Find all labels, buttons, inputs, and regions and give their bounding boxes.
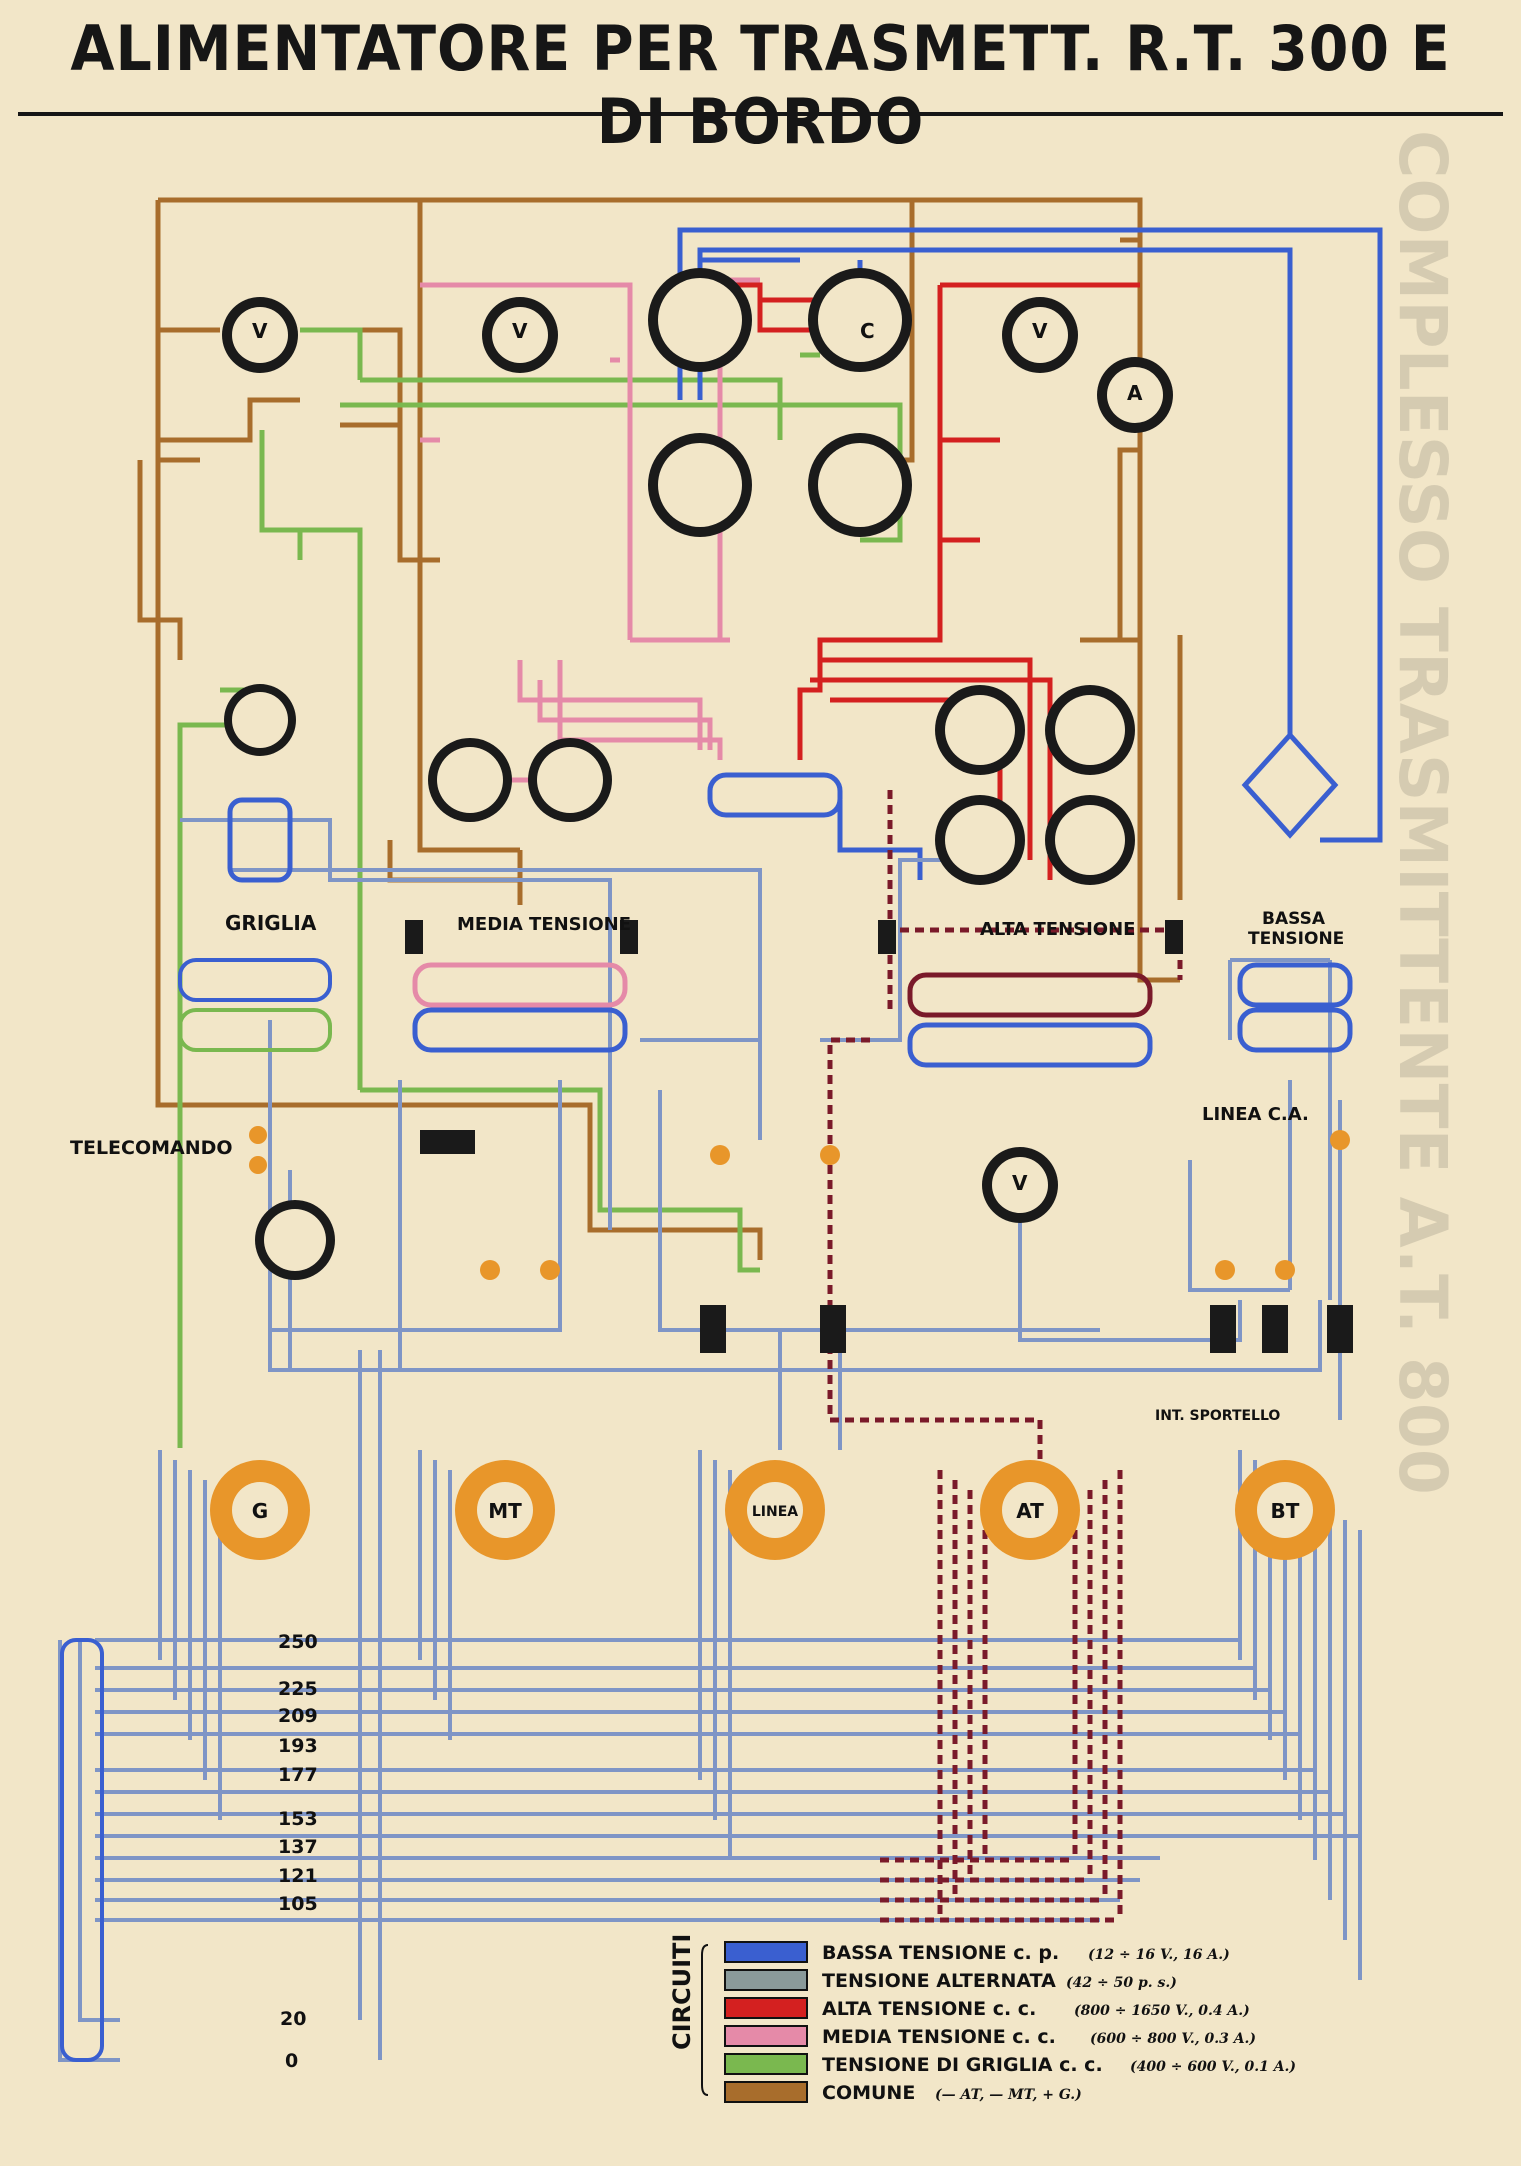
socket-1 <box>648 268 752 372</box>
voltmeter-line: V <box>982 1147 1058 1223</box>
connector-g: G <box>210 1460 310 1560</box>
connector-at: AT <box>980 1460 1080 1560</box>
svg-text:V: V <box>1012 1171 1028 1195</box>
svg-text:209: 209 <box>278 1705 318 1727</box>
socket-4 <box>808 433 912 537</box>
svg-text:TENSIONE ALTERNATA: TENSIONE ALTERNATA <box>822 1970 1056 1992</box>
label-bassa: BASSA <box>1262 909 1326 929</box>
svg-text:BT: BT <box>1271 1499 1300 1523</box>
alta-tube-1 <box>935 685 1025 775</box>
svg-text:V: V <box>1032 319 1048 343</box>
media-tube-2 <box>528 738 612 822</box>
svg-text:(12 ÷ 16 V., 16 A.): (12 ÷ 16 V., 16 A.) <box>1088 1947 1230 1963</box>
svg-text:(400 ÷ 600 V., 0.1 A.): (400 ÷ 600 V., 0.1 A.) <box>1130 2059 1296 2075</box>
connector-linea: LINEA <box>725 1460 825 1560</box>
svg-text:121: 121 <box>278 1865 318 1887</box>
label-media-tensione: MEDIA TENSIONE <box>457 914 631 935</box>
media-tube-1 <box>428 738 512 822</box>
alta-tube-3 <box>935 795 1025 885</box>
voltmeter-1: V <box>222 297 298 373</box>
label-int-sportello: INT. SPORTELLO <box>1155 1408 1280 1424</box>
socket-3 <box>648 433 752 537</box>
svg-text:105: 105 <box>278 1893 318 1915</box>
legend-heading: CIRCUITI <box>668 1934 696 2050</box>
svg-text:MEDIA TENSIONE c. c.: MEDIA TENSIONE c. c. <box>822 2026 1056 2048</box>
svg-text:20: 20 <box>280 2008 306 2030</box>
svg-text:MT: MT <box>488 1499 522 1523</box>
alta-circuit <box>700 282 1140 880</box>
legend: CIRCUITI BASSA TENSIONE c. p. (12 ÷ 16 V… <box>668 1934 1296 2104</box>
alta-tube-4 <box>1045 795 1135 885</box>
svg-text:250: 250 <box>278 1631 318 1653</box>
svg-text:V: V <box>252 319 268 343</box>
griglia-tube <box>224 684 296 756</box>
relay-switches <box>249 1126 1350 1280</box>
svg-text:193: 193 <box>278 1735 318 1757</box>
svg-text:C: C <box>860 319 875 343</box>
label-tensione: TENSIONE <box>1248 929 1344 949</box>
svg-text:BASSA TENSIONE c. p.: BASSA TENSIONE c. p. <box>822 1942 1059 1964</box>
label-telecomando: TELECOMANDO <box>70 1137 233 1159</box>
alta-tube-2 <box>1045 685 1135 775</box>
title-underline <box>18 112 1503 116</box>
legend-item-alta: ALTA TENSIONE c. c. (800 ÷ 1650 V., 0.4 … <box>724 1997 1250 2020</box>
svg-text:AT: AT <box>1016 1499 1044 1523</box>
svg-text:V: V <box>512 319 528 343</box>
voltmeter-2: V <box>482 297 558 373</box>
svg-text:G: G <box>252 1499 268 1523</box>
ammeter: A <box>1097 357 1173 433</box>
connector-mt: MT <box>455 1460 555 1560</box>
svg-text:ALTA TENSIONE c. c.: ALTA TENSIONE c. c. <box>822 1998 1036 2020</box>
svg-text:(— AT, — MT, + G.): (— AT, — MT, + G.) <box>935 2087 1082 2103</box>
svg-text:(42 ÷ 50 p. s.): (42 ÷ 50 p. s.) <box>1066 1975 1177 1991</box>
svg-text:0: 0 <box>285 2050 298 2072</box>
svg-text:137: 137 <box>278 1836 318 1858</box>
label-linea-ca: LINEA C.A. <box>1202 1104 1309 1125</box>
connector-bt: BT <box>1235 1460 1335 1560</box>
alternata-circuit <box>58 818 1362 2062</box>
media-transformer <box>412 962 628 1053</box>
tap-labels: 250 225 209 193 177 153 137 121 105 20 0 <box>278 1631 318 2072</box>
svg-text:LINEA: LINEA <box>752 1504 798 1520</box>
legend-item-media: MEDIA TENSIONE c. c. (600 ÷ 800 V., 0.3 … <box>724 2025 1256 2048</box>
legend-item-alternata: TENSIONE ALTERNATA (42 ÷ 50 p. s.) <box>724 1969 1177 1992</box>
svg-text:177: 177 <box>278 1764 318 1786</box>
svg-text:TENSIONE DI GRIGLIA c. c.: TENSIONE DI GRIGLIA c. c. <box>822 2054 1103 2076</box>
svg-text:225: 225 <box>278 1678 318 1700</box>
diagram-title: ALIMENTATORE PER TRASMETT. R.T. 300 E DI… <box>70 12 1451 158</box>
filament-transformer <box>227 797 293 883</box>
svg-text:A: A <box>1127 381 1143 405</box>
svg-text:153: 153 <box>278 1808 318 1830</box>
bassa-transformer <box>1237 962 1353 1053</box>
voltmeter-3: V <box>1002 297 1078 373</box>
fuses <box>405 920 1353 1353</box>
socket-2: C <box>808 268 912 372</box>
telecomando-motor <box>255 1200 335 1280</box>
legend-item-bassa: BASSA TENSIONE c. p. (12 ÷ 16 V., 16 A.) <box>724 1941 1230 1964</box>
label-alta-tensione: ALTA TENSIONE <box>980 919 1135 940</box>
bridge-rectifier <box>1241 731 1339 839</box>
label-griglia: GRIGLIA <box>225 911 317 935</box>
at-harness <box>827 790 1183 1923</box>
center-transformer <box>707 772 843 818</box>
svg-text:COMUNE: COMUNE <box>822 2082 915 2104</box>
alta-transformer <box>907 972 1153 1068</box>
griglia-transformer <box>178 958 332 1052</box>
svg-text:(800 ÷ 1650 V., 0.4 A.): (800 ÷ 1650 V., 0.4 A.) <box>1074 2003 1250 2019</box>
watermark-text: COMPLESSO TRASMITTENTE A.T. 800 <box>1384 130 1461 1495</box>
autotransformer-coil <box>60 1638 104 2062</box>
legend-item-comune: COMUNE (— AT, — MT, + G.) <box>724 2081 1082 2104</box>
watermark: COMPLESSO TRASMITTENTE A.T. 800 <box>1384 130 1461 1495</box>
svg-text:(600 ÷ 800 V., 0.3 A.): (600 ÷ 800 V., 0.3 A.) <box>1090 2031 1256 2047</box>
legend-item-griglia: TENSIONE DI GRIGLIA c. c. (400 ÷ 600 V.,… <box>724 2053 1296 2076</box>
